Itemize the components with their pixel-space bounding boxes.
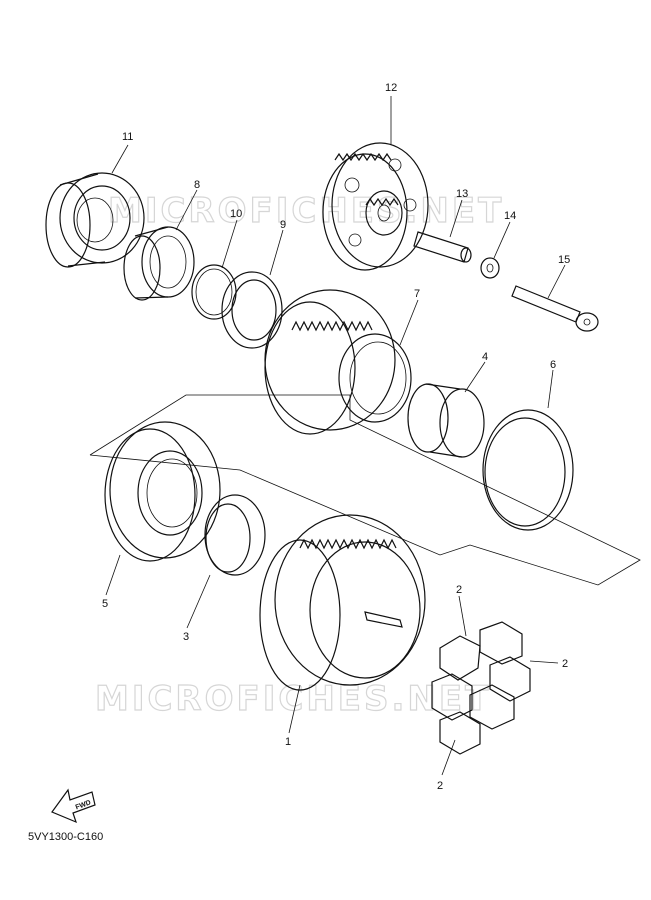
part-4-sleeve (407, 383, 485, 458)
label-part-11: 11 (122, 131, 133, 143)
part-14-washer (480, 257, 500, 279)
watermark-top: MICROFICHES.NET (108, 191, 504, 231)
part-5-one-way-clutch (104, 421, 221, 562)
part-8-needle-bearing (123, 226, 195, 301)
part-3-washer (204, 494, 266, 576)
part-9-washer (221, 271, 283, 349)
label-part-13: 13 (456, 188, 468, 200)
label-part-4: 4 (482, 351, 488, 363)
subassembly-frame (89, 394, 641, 586)
part-13-shaft (413, 231, 472, 263)
part-15-bolt (511, 285, 599, 332)
label-part-1: 1 (285, 736, 291, 748)
label-part-2-top: 2 (456, 584, 462, 596)
label-part-6: 6 (550, 359, 556, 371)
part-7-clutch-gear (264, 289, 412, 435)
label-part-8: 8 (194, 179, 200, 191)
diagram-code: 5VY1300-C160 (28, 831, 104, 843)
leader-lines (105, 96, 566, 776)
part-10-circlip (191, 264, 237, 320)
label-part-2-bottom: 2 (437, 780, 443, 792)
label-part-10: 10 (230, 208, 242, 220)
fwd-arrow-icon: FWD (51, 788, 96, 824)
part-1-starter-wheel (259, 514, 426, 691)
part-labels: 11 8 10 9 12 13 14 15 7 4 6 5 3 1 2 2 2 (102, 82, 570, 792)
label-part-15: 15 (558, 254, 570, 266)
label-part-12: 12 (385, 82, 397, 94)
part-12-gear (322, 142, 429, 271)
label-part-2-right: 2 (562, 658, 568, 670)
label-part-5: 5 (102, 598, 108, 610)
label-part-14: 14 (504, 210, 516, 222)
label-part-3: 3 (183, 631, 189, 643)
label-part-9: 9 (280, 219, 286, 231)
label-part-7: 7 (414, 288, 420, 300)
part-6-plate (482, 409, 574, 531)
watermark-group: MICROFICHES.NET MICROFICHES.NET (94, 190, 504, 719)
part-2-dampers (431, 621, 531, 755)
part-11-bearing (45, 172, 145, 268)
watermark-bottom: MICROFICHES.NET (95, 679, 491, 719)
